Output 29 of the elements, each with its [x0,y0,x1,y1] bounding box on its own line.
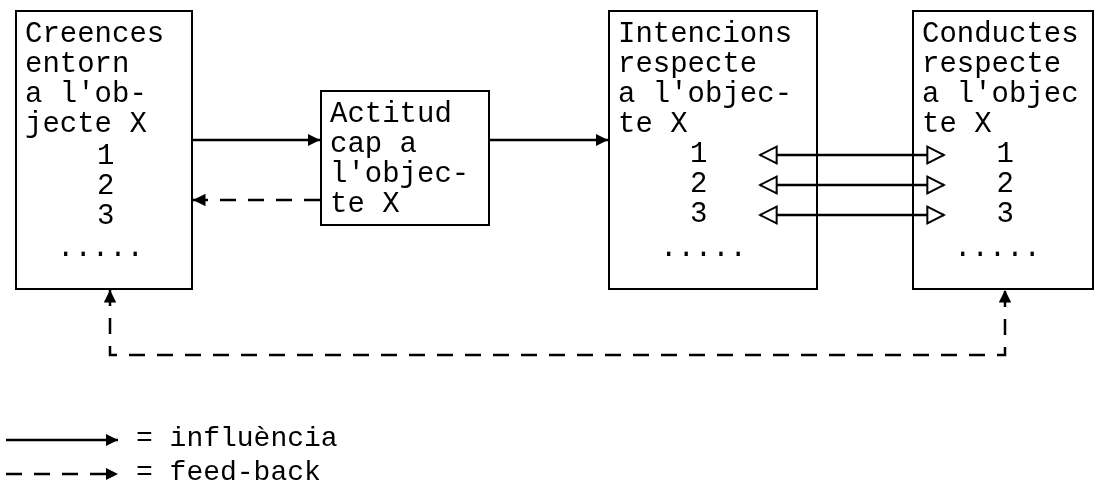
arrow [759,205,945,225]
process-box [320,90,490,226]
arrow [103,290,1012,357]
box-heading: Creences entorn a l'ob- jecte X [25,20,166,140]
item-number: 3 [690,200,760,230]
item-number: 1 [690,140,760,170]
box-heading: Intencions respecte a l'objec- te X [618,20,794,140]
ellipsis-dots: ..... [660,234,747,264]
ellipsis-dots: ..... [954,234,1041,264]
item-number: 2 [944,170,1014,200]
process-box [608,10,818,290]
box-heading: Conductes respecte a l'objec te X [922,20,1080,140]
item-number: 3 [944,200,1014,230]
item-number: 1 [944,140,1014,170]
arrow [193,133,320,147]
process-box [15,10,193,290]
item-number: 2 [97,172,115,202]
arrow [759,175,945,195]
process-box [912,10,1094,290]
box-heading: Actitud cap a l'objec- te X [330,100,471,220]
legend-text: = feed-back [136,457,321,489]
item-number: 2 [690,170,760,200]
arrow [490,133,608,147]
legend-text: = influència [136,423,338,455]
arrow [759,145,945,165]
item-number: 3 [97,202,115,232]
arrow [193,193,320,207]
ellipsis-dots: ..... [57,234,144,264]
item-number: 1 [97,142,115,172]
